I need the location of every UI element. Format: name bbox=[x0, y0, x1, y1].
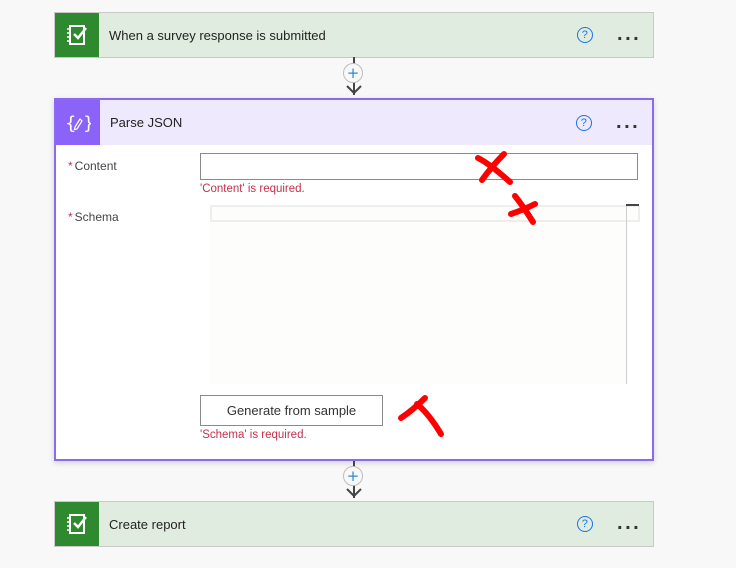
svg-text:{: { bbox=[65, 113, 76, 134]
parse-json-card[interactable]: { } Parse JSON ? ... *Content 'Content' … bbox=[54, 98, 654, 461]
more-options-icon[interactable]: ... bbox=[616, 514, 641, 533]
more-options-icon[interactable]: ... bbox=[615, 112, 640, 132]
create-report-title: Create report bbox=[109, 516, 186, 532]
svg-text:}: } bbox=[83, 113, 91, 134]
insert-step-button[interactable]: + bbox=[343, 63, 363, 83]
more-options-icon[interactable]: ... bbox=[616, 25, 641, 44]
parse-json-title: Parse JSON bbox=[110, 115, 183, 130]
generate-from-sample-button[interactable]: Generate from sample bbox=[200, 395, 383, 426]
connector-2: + bbox=[343, 461, 365, 501]
help-icon[interactable]: ? bbox=[576, 516, 593, 532]
content-input[interactable] bbox=[200, 153, 638, 180]
forms-checklist-icon bbox=[55, 502, 99, 546]
required-marker: * bbox=[68, 210, 73, 224]
create-report-header[interactable]: Create report ? ... bbox=[55, 502, 653, 546]
arrow-down-icon bbox=[346, 488, 362, 498]
connector-1: + bbox=[343, 57, 365, 98]
forms-checklist-icon bbox=[55, 13, 99, 57]
parse-json-header[interactable]: { } Parse JSON ? ... bbox=[56, 100, 652, 145]
schema-error: 'Schema' is required. bbox=[200, 429, 307, 441]
schema-scrollbar-thumb[interactable] bbox=[626, 204, 639, 206]
create-report-card[interactable]: Create report ? ... bbox=[54, 501, 654, 547]
content-label: *Content bbox=[68, 159, 117, 173]
trigger-title: When a survey response is submitted bbox=[109, 27, 326, 43]
json-braces-pencil-icon: { } bbox=[56, 100, 100, 145]
help-icon[interactable]: ? bbox=[576, 27, 593, 43]
arrow-down-icon bbox=[346, 85, 362, 95]
required-marker: * bbox=[68, 159, 73, 173]
insert-step-button[interactable]: + bbox=[343, 466, 363, 486]
content-error: 'Content' is required. bbox=[200, 183, 305, 195]
schema-editor-input[interactable] bbox=[210, 205, 640, 222]
trigger-card[interactable]: When a survey response is submitted ? ..… bbox=[54, 12, 654, 58]
help-icon[interactable]: ? bbox=[575, 114, 592, 131]
trigger-header[interactable]: When a survey response is submitted ? ..… bbox=[55, 13, 653, 57]
schema-label: *Schema bbox=[68, 210, 119, 224]
schema-editor-area[interactable] bbox=[210, 222, 628, 384]
schema-scrollbar[interactable] bbox=[626, 204, 627, 384]
